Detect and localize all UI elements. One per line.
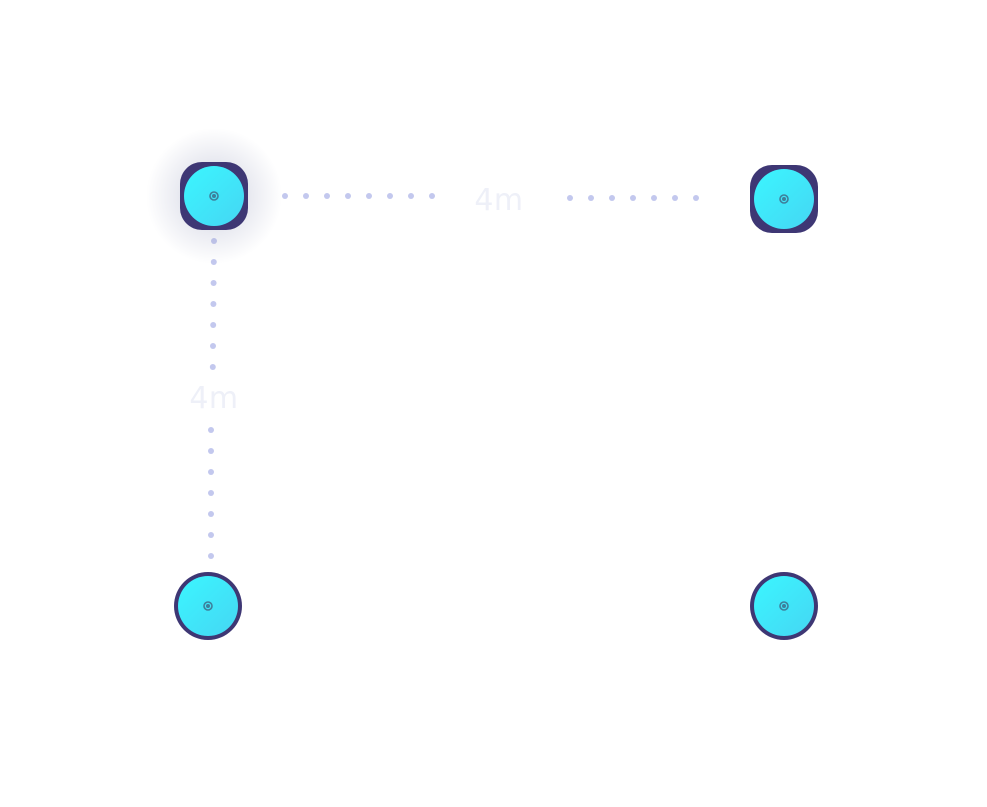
- dimension-dot: [209, 364, 216, 370]
- dimension-dot: [567, 195, 573, 201]
- dimension-dot: [208, 427, 214, 433]
- node-center-dot: [782, 604, 786, 608]
- node-center-icon: [209, 191, 219, 201]
- dimension-dot: [282, 193, 288, 199]
- dimension-dot: [208, 490, 214, 496]
- dimension-dot: [208, 448, 214, 454]
- horizontal-dimension-line: 4m: [282, 183, 699, 218]
- node-center-icon: [203, 601, 213, 611]
- horizontal-dimension-label: 4m: [474, 183, 523, 218]
- vertical-dots-bottom: [208, 427, 214, 559]
- vertical-dimension-line: 4m: [189, 238, 238, 559]
- dimension-dot: [345, 193, 351, 199]
- dimension-dot: [210, 322, 217, 328]
- dimension-dot: [208, 511, 214, 517]
- node-bottom-right[interactable]: [750, 572, 818, 640]
- horizontal-dots-left: [282, 193, 435, 199]
- node-top-right[interactable]: [750, 165, 818, 233]
- node-center-icon: [779, 601, 789, 611]
- dimension-dot: [303, 193, 309, 199]
- node-center-dot: [212, 194, 216, 198]
- dimension-dot: [630, 195, 636, 201]
- dimension-dot: [210, 280, 217, 286]
- node-bottom-left[interactable]: [174, 572, 242, 640]
- dimension-dot: [208, 469, 214, 475]
- dimension-dot: [387, 193, 393, 199]
- dimension-dot: [429, 193, 435, 199]
- dimension-dot: [208, 553, 214, 559]
- dimension-dot: [672, 195, 678, 201]
- dimension-dot: [210, 343, 216, 349]
- dimension-dot: [208, 532, 214, 538]
- dimension-dot: [366, 193, 372, 199]
- dimension-dot: [210, 301, 217, 307]
- dimension-dot: [693, 195, 699, 201]
- vertical-dimension-label: 4m: [189, 381, 238, 416]
- dimension-dot: [651, 195, 657, 201]
- dimension-dot: [609, 195, 615, 201]
- node-center-dot: [782, 197, 786, 201]
- horizontal-dots-right: [567, 195, 699, 201]
- dimension-dot: [408, 193, 414, 199]
- node-top-left[interactable]: [180, 162, 248, 230]
- dimension-dot: [588, 195, 594, 201]
- dimension-dot: [324, 193, 330, 199]
- node-center-dot: [206, 604, 210, 608]
- node-center-icon: [779, 194, 789, 204]
